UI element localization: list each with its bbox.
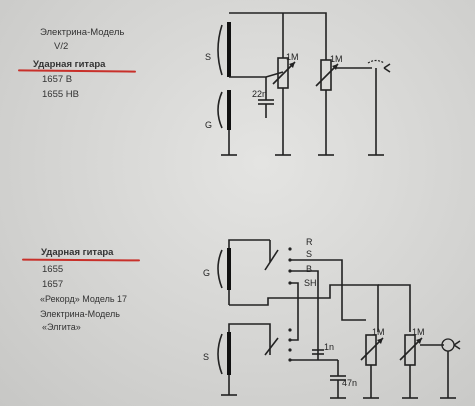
coil-g-winding bbox=[217, 91, 223, 129]
jack-tip bbox=[383, 63, 391, 73]
pot1-label: 1M bbox=[372, 327, 385, 337]
jack-shield bbox=[367, 59, 385, 64]
top-model-2: 1655 HB bbox=[42, 89, 79, 100]
coil-g-label: G bbox=[203, 268, 210, 278]
coil-s-label: S bbox=[205, 52, 211, 62]
switch2-lever bbox=[264, 337, 279, 356]
coil-g-bus bbox=[229, 284, 379, 332]
coil-g-label: G bbox=[205, 120, 212, 130]
bottom-line-3: «Рекорд» Модель 17 bbox=[40, 294, 128, 304]
coil-s-winding bbox=[217, 24, 223, 76]
bottom-line-1: 1655 bbox=[42, 264, 64, 275]
bottom-line-2: 1657 bbox=[42, 279, 64, 290]
bottom-line-4: Электрина-Модель bbox=[40, 309, 120, 319]
switch-label-b: B bbox=[306, 264, 312, 274]
switch2-contact-3 bbox=[288, 348, 292, 352]
cap1-label: 1n bbox=[324, 342, 334, 352]
switch1-contact-r bbox=[288, 247, 292, 251]
coil-g-winding bbox=[217, 249, 223, 289]
cap-label: 22n bbox=[252, 89, 267, 99]
s-bus bbox=[290, 259, 366, 321]
switch-label-s: S bbox=[306, 249, 312, 259]
switch1-lever bbox=[264, 249, 279, 271]
top-bus bbox=[229, 12, 327, 60]
coil-s-winding bbox=[217, 333, 223, 375]
cap2-label: 47n bbox=[342, 378, 357, 388]
switch2-contact-1 bbox=[288, 328, 292, 332]
top-right-bus bbox=[378, 284, 411, 332]
b-bus bbox=[290, 270, 319, 360]
coil-g-top-wire bbox=[228, 239, 270, 248]
pot2-label: 1M bbox=[330, 54, 343, 64]
jack-tip bbox=[453, 340, 461, 350]
pot2-arrowhead bbox=[416, 338, 422, 344]
sh-bus bbox=[290, 282, 299, 341]
pot1-arrowhead bbox=[377, 338, 383, 344]
top-title: Ударная гитара bbox=[33, 59, 106, 70]
switch-label-sh: SH bbox=[304, 278, 317, 288]
coil-s-top-wire bbox=[228, 323, 271, 355]
coil-s-label: S bbox=[203, 352, 209, 362]
top-line-2: V/2 bbox=[54, 41, 69, 52]
pot1-label: 1M bbox=[286, 52, 299, 62]
switch-label-r: R bbox=[306, 237, 313, 247]
pot1-arrowhead bbox=[289, 62, 295, 68]
top-model-1: 1657 B bbox=[42, 74, 73, 85]
top-line-1: Электрина-Модель bbox=[40, 27, 125, 38]
pot2-label: 1M bbox=[412, 327, 425, 337]
bottom-line-5: «Элгита» bbox=[42, 322, 81, 332]
bottom-title: Ударная гитара bbox=[41, 247, 114, 258]
